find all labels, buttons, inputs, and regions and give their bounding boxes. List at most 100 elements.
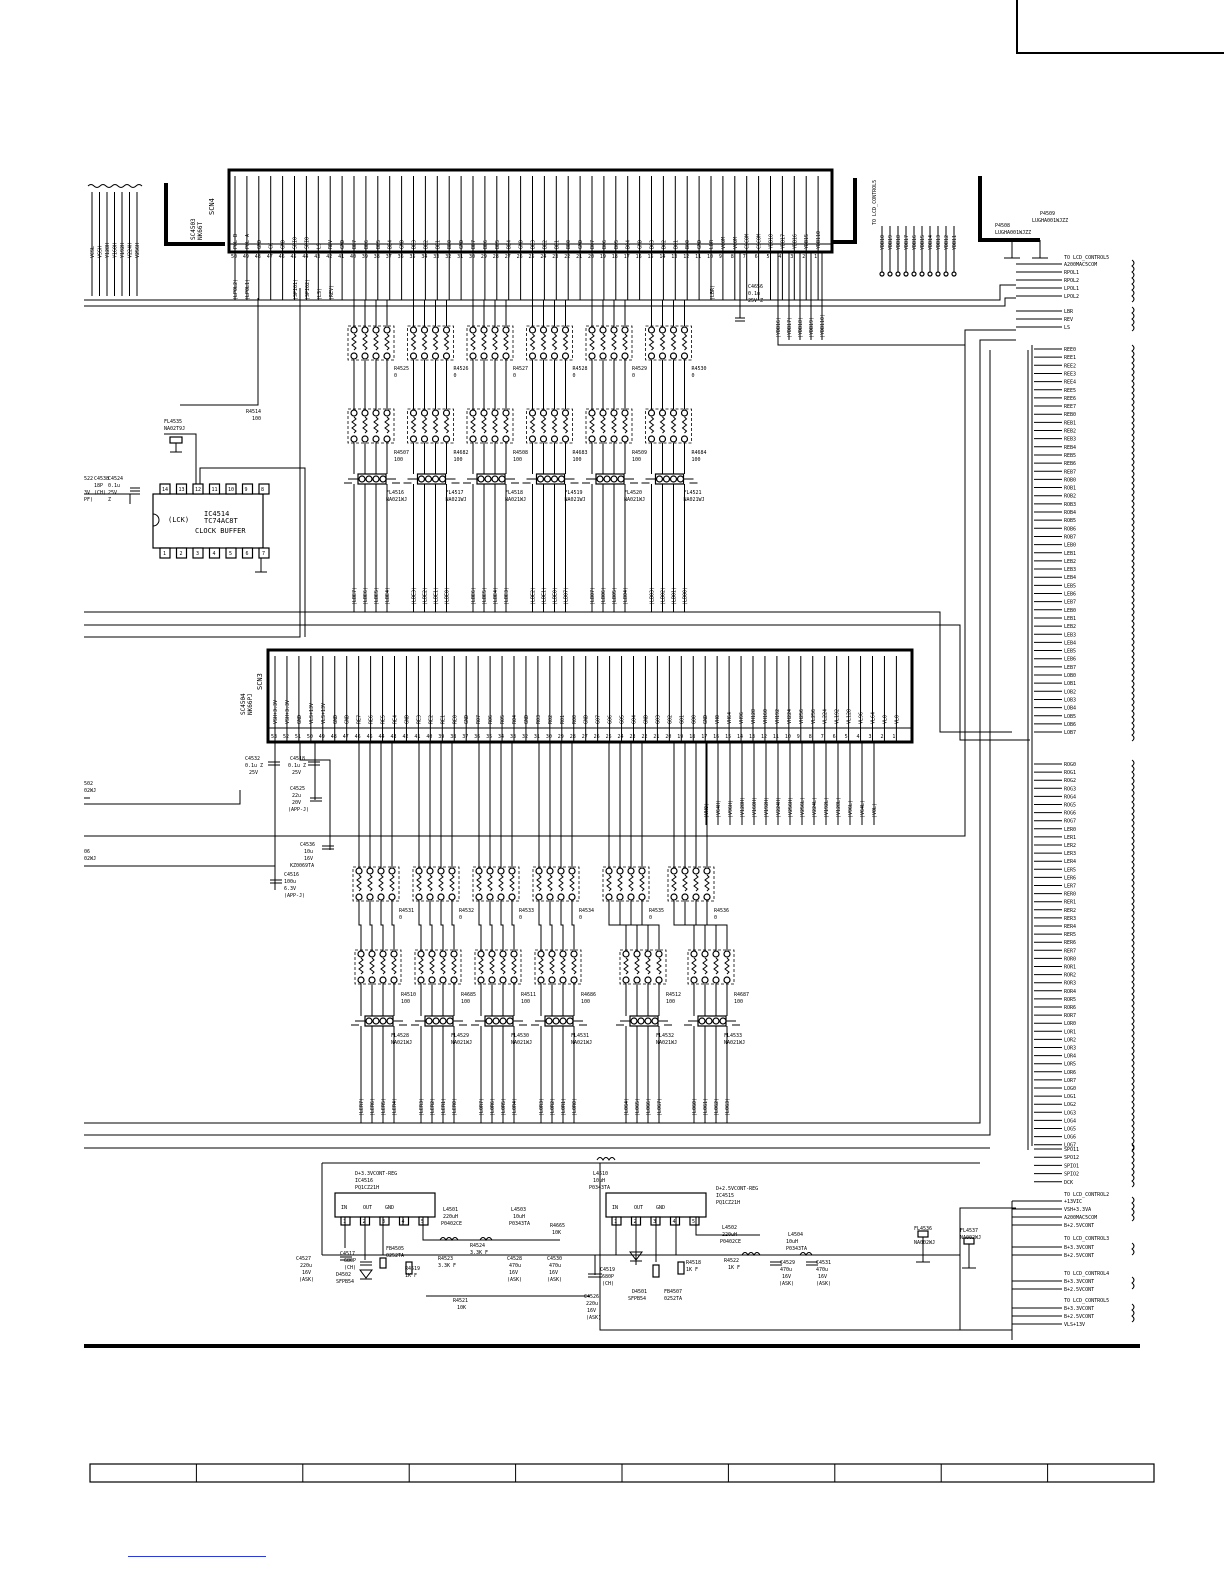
page-link-underline[interactable] — [128, 1556, 266, 1557]
c4522-frag-a: 522 — [84, 476, 93, 482]
pack-resistor — [551, 333, 558, 351]
filter-pin — [630, 1017, 638, 1025]
right-bus-item: LEB5 — [1064, 583, 1076, 589]
connector-bottom-pin-number: 46 — [355, 734, 361, 740]
right-bus-item: LOB5 — [1064, 714, 1076, 720]
pack-resistor — [659, 416, 666, 434]
connector-bottom-pin-number: 12 — [761, 734, 767, 740]
pack-resistor — [670, 333, 677, 351]
pack-pin — [350, 435, 358, 443]
connector-top-pin-number: 33 — [433, 254, 439, 260]
pack-pin — [409, 352, 418, 360]
pack-pin — [510, 976, 518, 984]
vh-label: (V192L) — [824, 797, 830, 818]
connector-bottom-pin-number: 6 — [833, 734, 836, 740]
connector-bottom-pin-number: 23 — [630, 734, 636, 740]
connector-bottom-pin-number: 41 — [414, 734, 420, 740]
resistor-pack-outline — [667, 866, 715, 902]
pack-pin — [361, 435, 369, 443]
c4516-ref: C4516 — [284, 872, 299, 878]
pack-resistor — [438, 874, 444, 892]
pack-pin — [357, 976, 365, 984]
pack-pin — [350, 352, 358, 360]
connector-top-pin-number: 6 — [755, 254, 758, 260]
right-bus-item: ROG4 — [1064, 794, 1076, 800]
reg1-part: PQ1CZ21H — [355, 1185, 379, 1191]
right-bus-item: ROB4 — [1064, 510, 1076, 516]
top-net-label: (LBE5) — [374, 587, 380, 605]
connector-bottom-pin-signal: GO0 — [691, 715, 697, 724]
c4528-volt: 16V — [509, 1270, 518, 1276]
ydb-column-label: YDB19 — [888, 235, 894, 250]
net-wire — [500, 901, 504, 950]
r4521-ref: R4521 — [453, 1298, 468, 1304]
regulator-pin-label: GND — [656, 1205, 665, 1211]
connector-bottom-pin-signal: RO3 — [536, 715, 542, 724]
connector-bottom-pin-number: 1 — [892, 734, 895, 740]
pack-resistor — [659, 333, 666, 351]
right-bus-item: LEB0 — [1064, 608, 1076, 614]
clock-buffer-top-pin: 12 — [195, 487, 201, 493]
c4517-type: (CH) — [344, 1265, 356, 1271]
connector-top-pin-number: 25 — [529, 254, 535, 260]
c4524-type: Z — [108, 497, 111, 503]
resistor-pack-outline — [585, 408, 633, 444]
top-net-label: (LBR) — [710, 285, 716, 300]
c4519-type: (CH) — [602, 1281, 614, 1287]
connector-bottom-pin-signal: RO5 — [500, 715, 506, 724]
filter-pin — [651, 1017, 659, 1025]
pack-pin — [622, 976, 630, 984]
filter-pin — [655, 475, 664, 483]
connector-bottom-pin-signal: RE4 — [393, 715, 399, 724]
pack-pin — [448, 893, 456, 901]
ydb-label: (YDB110) — [820, 314, 826, 338]
top-pack-upper-val: 0 — [573, 373, 576, 379]
pack-pin — [409, 409, 418, 417]
right-bus-item: RER5 — [1064, 932, 1076, 938]
filter-pin — [637, 1017, 645, 1025]
pack-pin — [621, 409, 629, 417]
right-bus-lcd3: TO LCD_CONTROL3 — [1064, 1236, 1109, 1242]
c4531-volt: 16V — [818, 1274, 827, 1280]
top-pack-upper-val: 0 — [692, 373, 695, 379]
filter-pin — [379, 475, 387, 483]
clock-buffer-top-pin: 11 — [212, 487, 218, 493]
c4538-type: (CH) — [94, 490, 106, 496]
regulator-pin-number: 5 — [692, 1219, 695, 1225]
right-bus-item: LOG6 — [1064, 1135, 1076, 1141]
pack-pin — [420, 409, 429, 417]
connector-bottom-pin-signal: GO7 — [596, 715, 602, 724]
pack-pin — [415, 867, 423, 875]
pack-pin — [644, 950, 652, 958]
connector-bottom-pin-number: 15 — [725, 734, 731, 740]
right-bus-item: REE1 — [1064, 355, 1076, 361]
connector-top-pin-number: 18 — [612, 254, 618, 260]
pack-pin — [355, 893, 363, 901]
r4523-val: 3.3K F — [438, 1263, 456, 1269]
right-bus-items: A200MAC5COMRPOL1RPOL2LPOL1LPOL2LBRREVLSR… — [959, 259, 1135, 1340]
pack-resistor — [611, 416, 617, 434]
connector-top-pin-number: 24 — [540, 254, 546, 260]
c4536-ref: C4536 — [300, 842, 315, 848]
top-pack-upper-ref: R4529 — [632, 366, 647, 372]
pack-pin — [559, 976, 567, 984]
top-pack-lower-ref: R4684 — [692, 450, 707, 456]
right-bus-item: REE6 — [1064, 396, 1076, 402]
pack-pin — [390, 976, 398, 984]
top-net-label: (LBO7) — [564, 587, 570, 605]
pack-pin — [627, 867, 635, 875]
pack-pin — [469, 435, 477, 443]
bottom-net-label: (LOG3) — [725, 1098, 731, 1116]
net-wire — [489, 901, 493, 950]
net-wire — [380, 901, 384, 950]
bottom-filter-val: NA021WJ — [724, 1040, 745, 1046]
right-bus-item: LOG4 — [1064, 1118, 1076, 1124]
pack-resistor — [481, 333, 487, 351]
connector-top-pin-number: 2 — [802, 254, 805, 260]
connector-bottom-pin-number: 19 — [677, 734, 683, 740]
connector-bottom-pin-signal: VSH+3.3V — [273, 700, 279, 724]
connector-bottom-pin-signal: VH64 — [727, 712, 733, 724]
bottom-pack-upper-ref: R4532 — [459, 908, 474, 914]
top-pack-lower-ref: R4507 — [394, 450, 409, 456]
pack-resistor — [500, 957, 506, 975]
